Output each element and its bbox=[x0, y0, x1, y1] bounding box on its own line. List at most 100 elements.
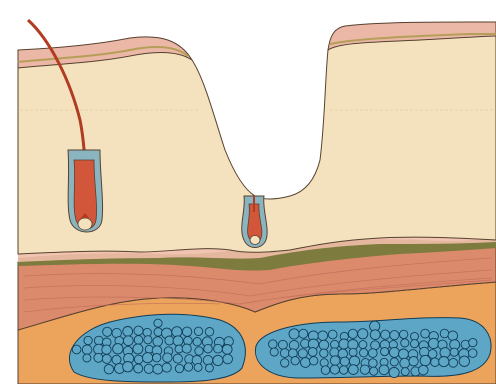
fat-cell bbox=[450, 348, 458, 356]
fat-cell bbox=[389, 347, 399, 357]
fat-cell bbox=[165, 336, 174, 345]
fat-cell bbox=[381, 348, 389, 356]
fat-cell bbox=[193, 338, 201, 346]
fat-cell bbox=[72, 345, 81, 354]
fat-cell bbox=[144, 364, 153, 373]
fat-cell bbox=[399, 349, 409, 359]
fat-cell bbox=[113, 344, 123, 354]
fat-cell bbox=[94, 353, 103, 362]
small-follicle bbox=[242, 196, 267, 248]
fat-cell bbox=[205, 364, 213, 372]
fat-cell bbox=[82, 345, 92, 355]
fat-cell bbox=[420, 355, 430, 365]
fat-cell bbox=[172, 327, 182, 337]
fat-cell bbox=[370, 330, 380, 340]
fat-cell bbox=[223, 354, 233, 364]
fat-cell bbox=[459, 356, 469, 366]
fat-cell bbox=[154, 319, 162, 327]
fat-cell bbox=[401, 368, 409, 376]
fat-cell bbox=[103, 327, 112, 336]
fat-cell bbox=[291, 357, 299, 365]
fat-cell bbox=[431, 358, 440, 367]
fat-cell bbox=[440, 329, 449, 338]
fat-cell bbox=[358, 329, 368, 339]
fat-cell bbox=[370, 367, 378, 375]
fat-cell bbox=[102, 354, 111, 363]
fat-cell bbox=[439, 357, 449, 367]
fat-cell bbox=[153, 337, 163, 347]
fat-cell bbox=[205, 328, 214, 337]
fat-cell bbox=[153, 354, 161, 362]
fat-cell bbox=[400, 330, 408, 338]
fat-cell bbox=[359, 341, 367, 349]
fat-cell bbox=[299, 329, 308, 338]
fat-cell bbox=[449, 358, 458, 367]
fat-cell bbox=[184, 363, 192, 371]
fat-cell bbox=[280, 349, 289, 358]
fat-cell bbox=[419, 365, 429, 375]
fat-cell bbox=[400, 358, 410, 368]
fat-cell bbox=[410, 340, 418, 348]
fat-cell bbox=[194, 363, 202, 371]
fat-cell bbox=[468, 349, 477, 358]
fat-cell bbox=[349, 348, 357, 356]
fat-cell bbox=[469, 338, 477, 346]
fat-cell bbox=[321, 366, 330, 375]
fat-cell bbox=[134, 326, 143, 335]
fat-cell bbox=[278, 340, 287, 349]
fat-cell bbox=[175, 364, 183, 372]
fat-cell bbox=[214, 344, 223, 353]
fat-cell bbox=[409, 357, 418, 366]
fat-cell bbox=[83, 354, 91, 362]
fat-cell bbox=[94, 336, 103, 345]
fat-cell bbox=[133, 344, 143, 354]
fat-cell bbox=[360, 349, 368, 357]
fat-cell bbox=[448, 331, 458, 341]
fat-cell bbox=[298, 349, 307, 358]
fat-cell bbox=[328, 330, 337, 339]
fat-cell bbox=[204, 344, 213, 353]
fat-cell bbox=[421, 329, 430, 338]
fat-cell bbox=[194, 327, 202, 335]
fat-cell bbox=[340, 366, 348, 374]
fat-cell bbox=[102, 345, 111, 354]
fat-cell bbox=[379, 365, 389, 375]
fat-cell bbox=[281, 359, 289, 367]
fat-cell bbox=[330, 365, 339, 374]
fat-cell bbox=[134, 336, 143, 345]
fat-cell bbox=[213, 355, 223, 365]
fat-cell bbox=[330, 356, 340, 366]
fat-cell bbox=[289, 329, 299, 339]
fat-cell bbox=[318, 331, 328, 341]
fat-cell bbox=[429, 338, 439, 348]
fat-cell bbox=[84, 336, 92, 344]
fat-cell bbox=[269, 340, 278, 349]
fat-cell bbox=[173, 354, 182, 363]
fat-cell bbox=[144, 336, 152, 344]
fat-cell bbox=[203, 355, 213, 365]
fat-cell bbox=[401, 339, 409, 347]
fat-cell bbox=[320, 349, 328, 357]
fat-cell bbox=[143, 353, 153, 363]
fat-cell bbox=[368, 349, 377, 358]
fat-cell bbox=[182, 344, 191, 353]
fat-cell bbox=[381, 330, 390, 339]
fat-cell bbox=[123, 336, 133, 346]
fat-cell bbox=[301, 358, 311, 368]
fat-cell bbox=[123, 362, 133, 372]
fat-cell bbox=[389, 367, 399, 377]
fat-cell bbox=[222, 345, 232, 355]
fat-cell bbox=[182, 327, 191, 336]
fat-cell bbox=[348, 365, 358, 375]
fat-cell bbox=[310, 357, 318, 365]
fat-cell bbox=[390, 358, 398, 366]
fat-cell bbox=[308, 348, 317, 357]
fat-cell bbox=[360, 365, 369, 374]
fat-cell bbox=[319, 340, 329, 350]
fat-cell bbox=[134, 364, 143, 373]
fat-cell bbox=[173, 336, 183, 346]
fat-cell bbox=[348, 329, 357, 338]
fat-cell bbox=[369, 359, 378, 368]
